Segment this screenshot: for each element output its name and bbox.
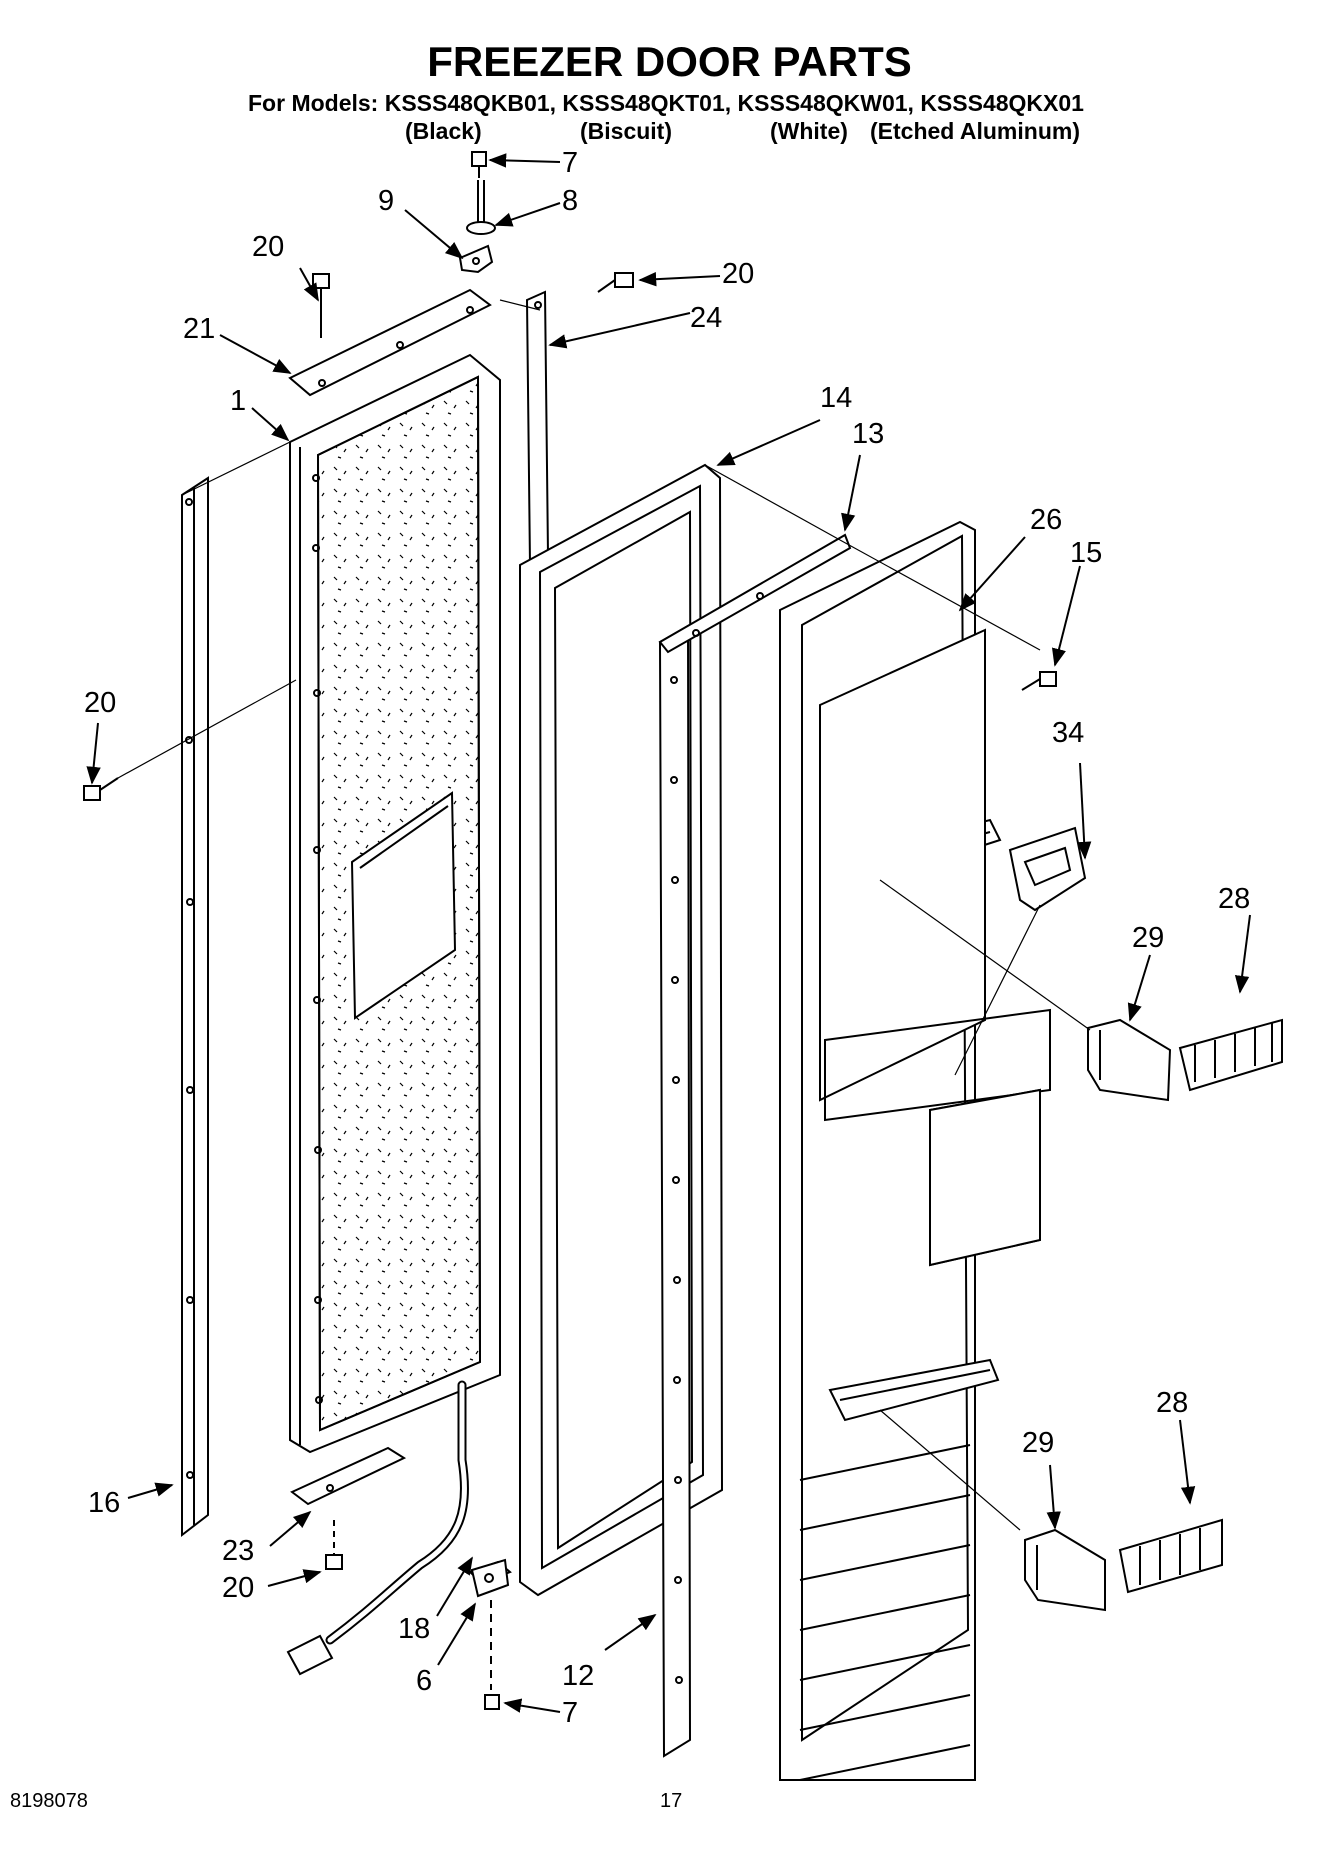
- finish-etched-aluminum: (Etched Aluminum): [870, 118, 1080, 144]
- callout-26: 26: [1030, 504, 1062, 536]
- screw-20-top: [312, 273, 330, 338]
- finish-biscuit: (Biscuit): [580, 118, 672, 144]
- callout-15: 15: [1070, 537, 1102, 569]
- shelf-front-28-upper: [1178, 1018, 1283, 1092]
- finish-white: (White): [770, 118, 848, 144]
- bottom-hinge-6: [470, 1558, 510, 1690]
- wire-harness: [286, 1380, 469, 1676]
- callout-20-upper-right: 20: [722, 258, 754, 290]
- callout-labels: 7 8 9 20 20 21 24 1 14 13 26 15 20 34 28…: [84, 147, 1250, 1729]
- callout-6: 6: [416, 1665, 432, 1697]
- callout-24: 24: [690, 302, 722, 334]
- top-bracket-13: [658, 533, 852, 654]
- document-number: 8198078: [10, 1790, 88, 1812]
- page-number: 17: [660, 1790, 683, 1812]
- shelf-retainer-29-lower: [1024, 1528, 1106, 1612]
- screw-20-bottom: [325, 1520, 343, 1570]
- top-hinge-9: [458, 244, 494, 274]
- callout-20-left: 20: [84, 687, 116, 719]
- screw-15: [1021, 671, 1057, 691]
- callout-28-lower: 28: [1156, 1387, 1188, 1419]
- callout-14: 14: [820, 382, 852, 414]
- callout-29-lower: 29: [1022, 1427, 1054, 1459]
- shelf-retainer-29-upper: [1087, 1018, 1172, 1102]
- callout-20-bottom: 20: [222, 1572, 254, 1604]
- callout-23: 23: [222, 1535, 254, 1567]
- screw-7-bottom: [484, 1694, 500, 1710]
- door-panel-1: [289, 353, 501, 1454]
- dispenser-cup-34: [1008, 826, 1087, 912]
- callout-29-upper: 29: [1132, 922, 1164, 954]
- callout-7-top: 7: [562, 147, 578, 179]
- door-liner-26: [779, 520, 1051, 1781]
- callout-21: 21: [183, 313, 215, 345]
- screw-20-upper-right: [597, 272, 634, 293]
- shelf-front-28-lower: [1118, 1518, 1223, 1594]
- callout-9: 9: [378, 185, 394, 217]
- bottom-hinge-plate-23: [290, 1446, 407, 1506]
- alignment-lines: [117, 299, 1091, 1531]
- screw-20-left: [83, 777, 119, 801]
- callout-12: 12: [562, 1660, 594, 1692]
- callout-28-upper: 28: [1218, 883, 1250, 915]
- top-hinge-plate-21: [288, 288, 492, 397]
- hinge-pin-8: [466, 180, 496, 235]
- liner-strip-12: [658, 624, 692, 1758]
- callout-20-top: 20: [252, 231, 284, 263]
- callout-leaders: [86, 153, 1251, 1713]
- callout-13: 13: [852, 418, 884, 450]
- callout-34: 34: [1052, 717, 1084, 749]
- callout-1: 1: [230, 385, 246, 417]
- callout-8: 8: [562, 185, 578, 217]
- door-strip-24: [525, 290, 550, 567]
- finish-black: (Black): [405, 118, 482, 144]
- side-trim-strip-16: [181, 476, 209, 1538]
- models-line: For Models: KSSS48QKB01, KSSS48QKT01, KS…: [248, 90, 1084, 116]
- page-title: FREEZER DOOR PARTS: [427, 38, 912, 85]
- callout-16: 16: [88, 1487, 120, 1519]
- screw-7-top: [471, 151, 487, 178]
- callout-18: 18: [398, 1613, 430, 1645]
- callout-7-bottom: 7: [562, 1697, 578, 1729]
